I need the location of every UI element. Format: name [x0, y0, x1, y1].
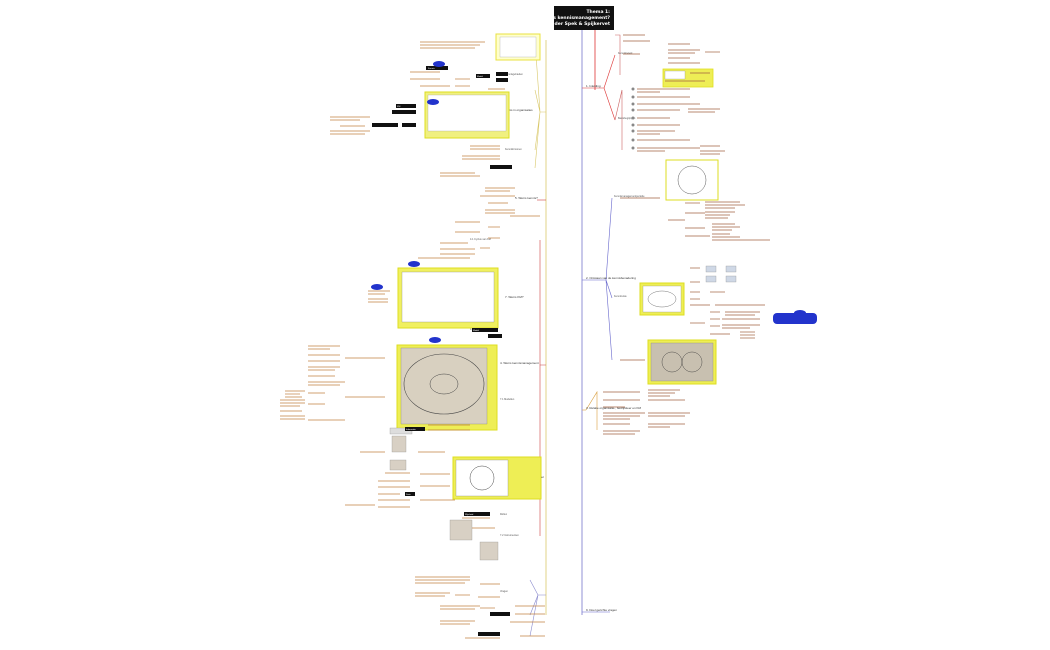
- title-line2: Wat is kennismanagement?: [540, 15, 610, 21]
- sub-6b[interactable]: Kennisbronnen: [505, 148, 522, 151]
- blue-tags: [371, 61, 817, 343]
- right-connectors: [582, 34, 623, 613]
- sub-1a[interactable]: Kennisbeleid: [618, 52, 633, 55]
- list-icons: [631, 87, 635, 150]
- right-detail-text: [603, 34, 770, 435]
- left-image-panels: [389, 33, 542, 561]
- branch-3[interactable]: 3. Relatie organisatie-, bedrijfsleer en…: [586, 406, 642, 410]
- sub-6a[interactable]: Kennisgebieden: [505, 73, 524, 76]
- sub-9a[interactable]: Vragen: [500, 590, 509, 593]
- spines: [545, 20, 596, 615]
- black-tags: [372, 66, 512, 636]
- sub-2b[interactable]: Kennisvisie: [614, 295, 627, 298]
- left-detail-text: [280, 41, 545, 639]
- sub-7b[interactable]: 7.2 Instrumenten: [500, 534, 519, 537]
- title-box[interactable]: [554, 6, 614, 30]
- branch-9[interactable]: 9. Doel gerichte vragen: [586, 608, 617, 612]
- tag-model-2: Model: [473, 330, 479, 332]
- branch-2[interactable]: 2. Ontstaan van de kennisbenadering: [586, 276, 636, 280]
- tag-informatie: Informatie: [406, 428, 417, 431]
- tag-kennis: Kennis: [428, 68, 436, 70]
- branch-6[interactable]: 6. Kennis in organisaties: [500, 108, 533, 112]
- tag-model-1: Model: [477, 76, 483, 78]
- left-connectors: [529, 39, 546, 637]
- tag-km: KM: [397, 106, 400, 108]
- branch-1[interactable]: 1. Inleiding: [586, 84, 601, 88]
- sub-7a[interactable]: 7.1 Modellen: [500, 398, 515, 401]
- sub-2a[interactable]: Kennismanagementperiode: [614, 195, 645, 198]
- sub-1b[interactable]: Basisbegrippen: [618, 117, 636, 120]
- tag-data: Data: [406, 493, 411, 496]
- sub-8a[interactable]: Rollen: [500, 513, 508, 516]
- title-line3: Van der Spek & Spijkervet: [544, 21, 611, 27]
- right-image-panels: [639, 68, 737, 385]
- branch-7[interactable]: 7. Wat is KM?: [505, 295, 524, 299]
- branch-5[interactable]: 5. Wat is kennis?: [515, 196, 538, 200]
- tag-wijsheid: Wijsheid: [465, 514, 474, 516]
- title-line1: Thema 1:: [586, 9, 610, 15]
- sub-4a[interactable]: 4.1 Cyclus van KM: [470, 238, 491, 241]
- branch-4[interactable]: 4. Wat is kennismanagement: [500, 361, 539, 365]
